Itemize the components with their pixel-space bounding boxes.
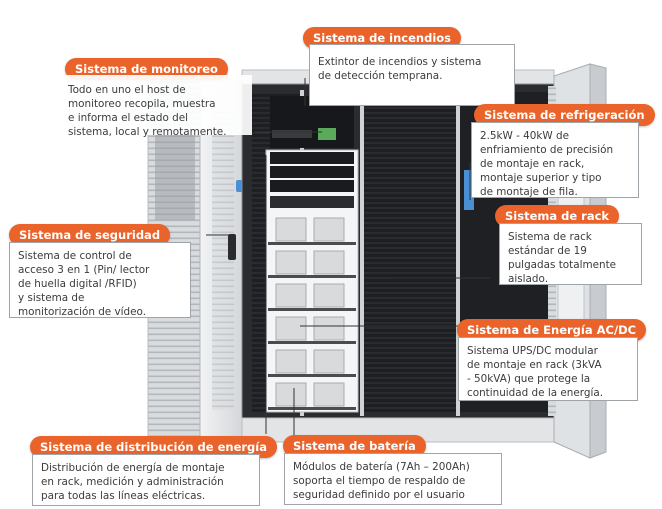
battery-shelf	[268, 275, 356, 278]
callout-body: Módulos de batería (7Ah – 200Ah) soporta…	[284, 453, 502, 505]
callout-line: Sistema de rack	[508, 231, 592, 243]
callout-title: Sistema de monitoreo	[65, 58, 228, 80]
callout-line: - 50kVA) que protege la	[467, 373, 591, 385]
battery-module	[275, 382, 307, 407]
callout-line: acceso 3 en 1 (Pin/ lector	[18, 264, 150, 276]
battery-module	[275, 349, 307, 374]
callout-body: Sistema de control de acceso 3 en 1 (Pin…	[9, 242, 191, 318]
battery-module	[313, 349, 345, 374]
battery-shelf	[268, 407, 356, 410]
callout-line: y sistema de	[18, 292, 85, 304]
callout-body: Distribución de energía de montaje en ra…	[32, 454, 260, 506]
battery-module	[275, 250, 307, 275]
callout-line: aislado.	[508, 273, 548, 285]
callout-line: enfriamiento de precisión	[480, 144, 614, 156]
callout-title: Sistema de refrigeración	[474, 104, 655, 126]
callout-line: monitorización de vídeo.	[18, 306, 147, 318]
callout-title: Sistema de Energía AC/DC	[457, 319, 647, 341]
callout-body: Todo en uno el host de monitoreo recopil…	[60, 75, 252, 138]
callout-line: montaje superior y tipo	[480, 172, 602, 184]
leader-lines	[206, 78, 490, 436]
callout-line: estándar de 19	[508, 245, 587, 257]
battery-shelf	[268, 374, 356, 377]
callout-line: soporta el tiempo de respaldo de	[293, 475, 466, 487]
battery-module	[313, 283, 345, 308]
battery-module	[313, 316, 345, 341]
callout-body: Sistema de rack estándar de 19 pulgadas …	[499, 223, 642, 285]
callout-line: Módulos de batería (7Ah – 200Ah)	[293, 461, 470, 473]
callout-title: Sistema de batería	[283, 435, 426, 457]
callout-line: en rack, medición y administración	[41, 476, 224, 488]
callout-line: Distribución de energía de montaje	[41, 462, 225, 474]
callout-line: seguridad definido por el usuario	[293, 489, 465, 501]
callout-line: de huella digital /RFID)	[18, 278, 137, 290]
callout-line: de detección temprana.	[318, 70, 443, 82]
battery-module	[313, 382, 345, 407]
callout-line: para todas las líneas eléctricas.	[41, 490, 206, 502]
callout-line: de montaje en rack,	[480, 158, 585, 170]
callout-body: Sistema UPS/DC modular de montaje en rac…	[458, 337, 638, 401]
callout-title: Sistema de incendios	[303, 27, 461, 49]
callout-line: de montaje de fila.	[480, 186, 578, 198]
callout-line: pulgadas totalmente	[508, 259, 617, 271]
callout-title: Sistema de rack	[495, 205, 620, 227]
battery-module	[275, 283, 307, 308]
battery-module	[275, 316, 307, 341]
callout-line: Extintor de incendios y sistema	[318, 56, 482, 68]
battery-shelf	[268, 341, 356, 344]
equipment-rack	[265, 96, 359, 413]
callout-title: Sistema de seguridad	[9, 224, 171, 246]
battery-module	[275, 217, 307, 242]
callout-line: continuidad de la energía.	[467, 387, 603, 399]
battery-module	[313, 217, 345, 242]
callout-line: 2.5kW - 40kW de	[480, 130, 569, 142]
battery-shelf	[268, 242, 356, 245]
callout-line: Todo en uno el host de	[68, 84, 186, 96]
battery-shelf	[268, 308, 356, 311]
callout-line: Sistema de control de	[18, 250, 132, 262]
callout-title: Sistema de distribución de energía	[30, 436, 277, 458]
callout-line: e informa el estado del	[68, 112, 189, 124]
callout-body: Extintor de incendios y sistema de detec…	[309, 44, 515, 106]
callout-line: de montaje en rack (3kVA	[467, 359, 602, 371]
callout-body: 2.5kW - 40kW de enfriamiento de precisió…	[471, 122, 639, 198]
callout-line: sistema, local y remotamente.	[68, 126, 227, 138]
callout-line: monitoreo recopila, muestra	[68, 98, 216, 110]
callout-line: Sistema UPS/DC modular	[467, 345, 598, 357]
battery-module	[313, 250, 345, 275]
